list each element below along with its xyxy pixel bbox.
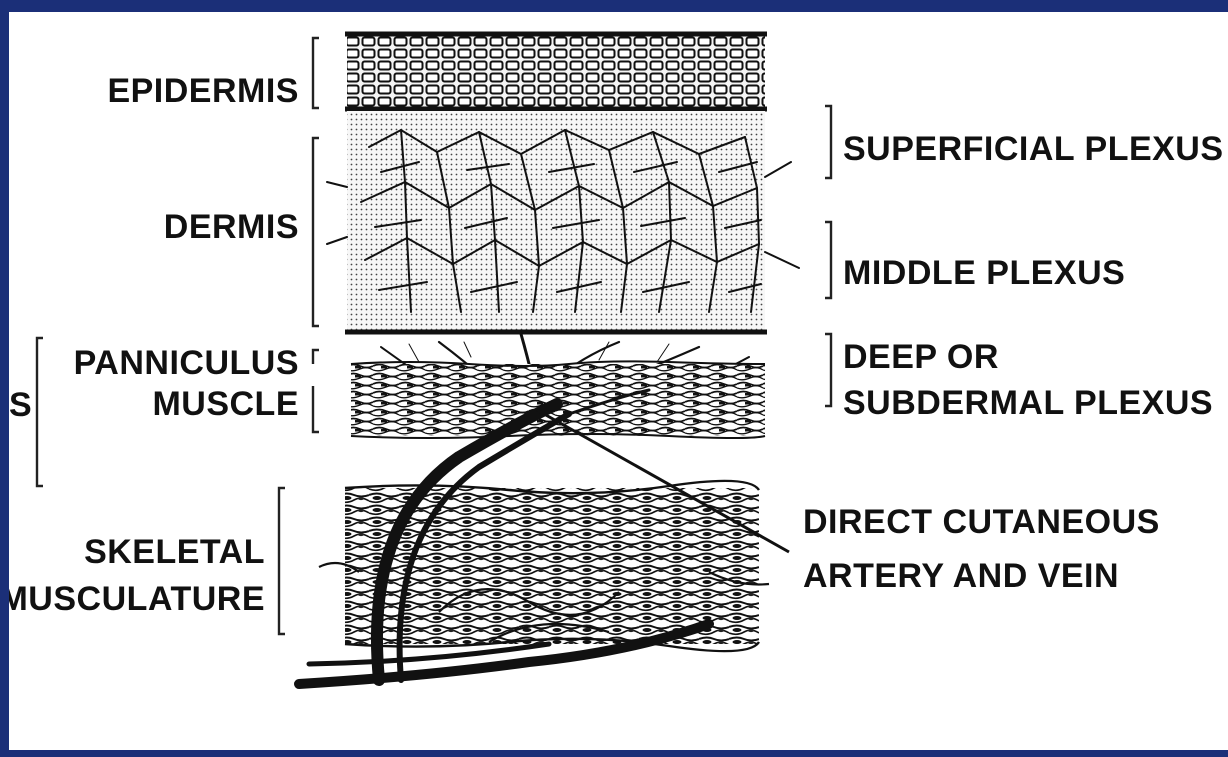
label-deep-line2: SUBDERMAL PLEXUS xyxy=(843,384,1213,422)
superficial-plexus-bracket xyxy=(825,106,831,178)
dermis-bracket xyxy=(313,138,319,326)
outer-left-bracket xyxy=(37,338,43,486)
middle-plexus-bracket xyxy=(825,222,831,298)
label-artery-line1: DIRECT CUTANEOUS xyxy=(803,503,1160,541)
panniculus-bracket-upper xyxy=(313,350,319,364)
epidermis-bracket xyxy=(313,38,319,108)
label-panniculus-line1: PANNICULUS xyxy=(74,344,299,382)
label-artery-line2: ARTERY AND VEIN xyxy=(803,557,1119,595)
label-cut-left-letter: S xyxy=(9,386,32,424)
dermis-layer xyxy=(327,111,799,332)
label-middle-plexus: MIDDLE PLEXUS xyxy=(843,254,1125,292)
label-skeletal-line2: MUSCULATURE xyxy=(9,580,265,618)
label-deep-line1: DEEP OR xyxy=(843,338,999,376)
deep-plexus-bracket xyxy=(825,334,831,406)
panniculus-bracket-lower xyxy=(313,386,319,432)
label-epidermis: EPIDERMIS xyxy=(107,72,299,110)
label-skeletal-line1: SKELETAL xyxy=(84,533,265,571)
slide-canvas: EPIDERMIS DERMIS PANNICULUS MUSCLE S SKE… xyxy=(9,12,1228,750)
skeletal-bracket xyxy=(279,488,285,634)
epidermis-layer xyxy=(345,34,767,109)
label-superficial-plexus: SUPERFICIAL PLEXUS xyxy=(843,130,1224,168)
skin-layers-diagram: EPIDERMIS DERMIS PANNICULUS MUSCLE S SKE… xyxy=(9,12,1228,750)
label-dermis: DERMIS xyxy=(164,208,299,246)
label-panniculus-line2: MUSCLE xyxy=(152,385,299,423)
